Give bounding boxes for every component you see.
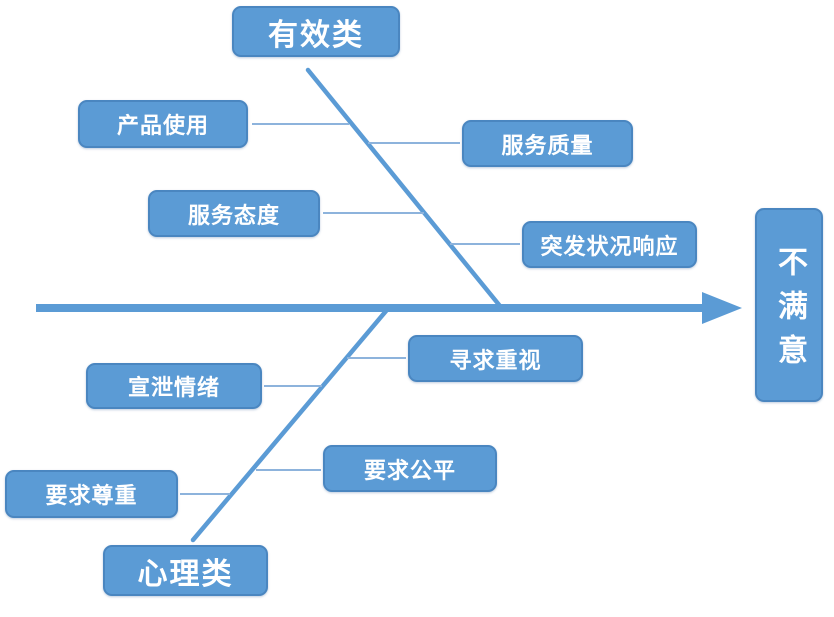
cause-node-demand-respect: 要求尊重	[5, 470, 178, 518]
cause-label: 服务态度	[187, 203, 280, 229]
cause-node-demand-fairness: 要求公平	[323, 445, 497, 492]
category-label: 有效类	[268, 17, 364, 53]
cause-label: 要求尊重	[45, 484, 138, 509]
cause-node-vent-emotions: 宣泄情绪	[86, 363, 262, 409]
cause-label: 产品使用	[116, 114, 209, 139]
top-branch-bone	[305, 67, 503, 309]
category-label: 心理类	[137, 556, 234, 592]
effect-node-dissatisfied: 不满意	[755, 208, 823, 402]
cause-label: 宣泄情绪	[127, 376, 220, 401]
cause-label: 服务质量	[501, 133, 594, 159]
cause-node-product-usage: 产品使用	[78, 100, 248, 148]
category-node-effective: 有效类	[232, 6, 400, 57]
cause-node-emergency-response: 突发状况响应	[522, 221, 697, 268]
cause-node-service-quality: 服务质量	[462, 120, 633, 167]
cause-node-service-attitude: 服务态度	[148, 190, 320, 237]
cause-label: 突发状况响应	[540, 234, 679, 260]
effect-label: 不满意	[772, 246, 807, 378]
cause-label: 寻求重视	[449, 348, 542, 374]
cause-label: 要求公平	[363, 458, 456, 484]
spine-arrowhead-icon	[702, 292, 742, 324]
category-node-psychological: 心理类	[103, 545, 268, 596]
bottom-branch-bone	[190, 308, 389, 543]
cause-node-seek-attention: 寻求重视	[408, 335, 583, 382]
